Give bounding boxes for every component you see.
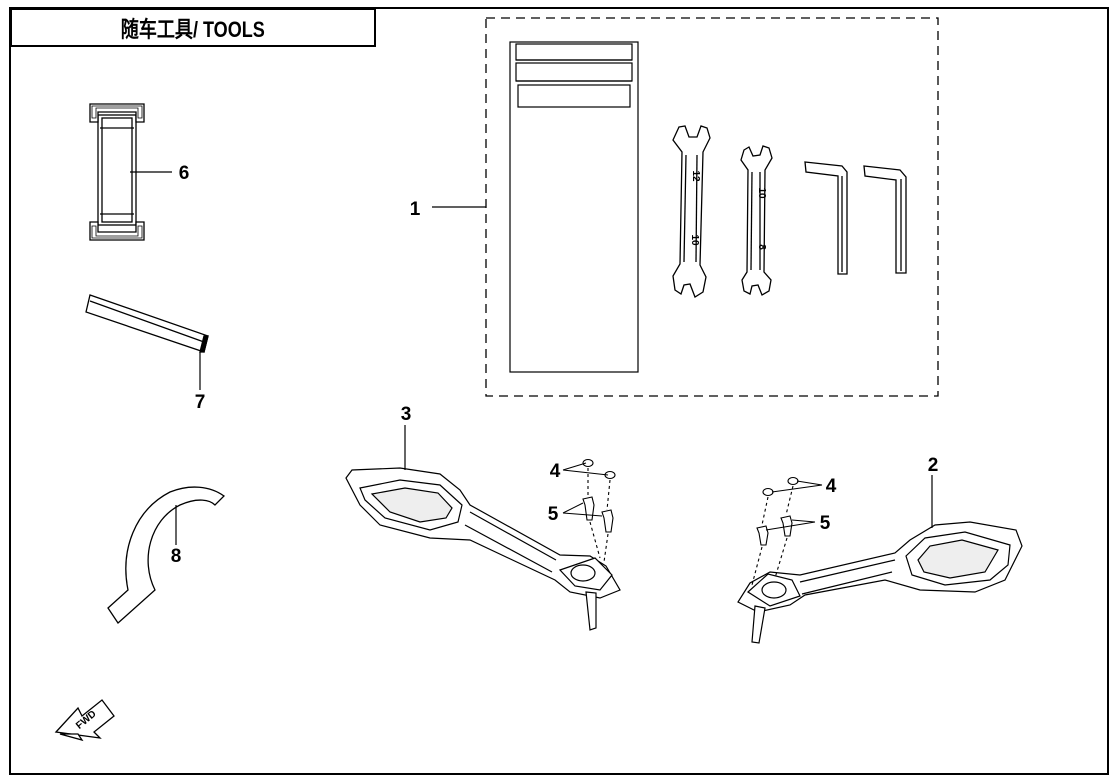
outer-frame [9,7,1109,775]
callout-5-right: 5 [820,513,831,534]
callout-4-left: 4 [550,461,561,482]
wrench-12-10 [672,125,711,298]
wrench-10-8 [740,145,773,296]
callout-4b-leaders [765,480,823,531]
page-title: 随车工具/ TOOLS [120,16,265,42]
strap-part-6 [89,103,145,241]
wrench-a-size-bottom: 10 [689,234,700,246]
wrench-b-size-top: 10 [756,187,767,199]
callout-2: 2 [928,455,939,476]
callout-7: 7 [195,392,206,413]
callout-4-right: 4 [826,476,837,497]
fasteners-left [582,458,616,563]
mirror-left-part-3 [345,467,621,631]
callout-8: 8 [171,546,182,567]
hook-spanner-part-8 [107,486,226,624]
callout-6: 6 [179,163,190,184]
strip-part-7 [85,294,209,353]
callout-1: 1 [410,199,421,220]
wrench-b-size-bottom: 8 [756,244,767,250]
callout-5-left: 5 [548,504,559,525]
callout-4a-leaders [562,462,609,517]
title-box: 随车工具/ TOOLS [10,8,376,47]
callout-3: 3 [401,404,412,425]
tool-bag [509,41,639,373]
fasteners-right [751,476,799,586]
fwd-arrow-icon [54,699,115,742]
mirror-right-part-2 [737,521,1023,644]
allen-key-large [804,161,848,275]
allen-key-small [863,165,907,274]
wrench-a-size-top: 12 [690,170,701,182]
